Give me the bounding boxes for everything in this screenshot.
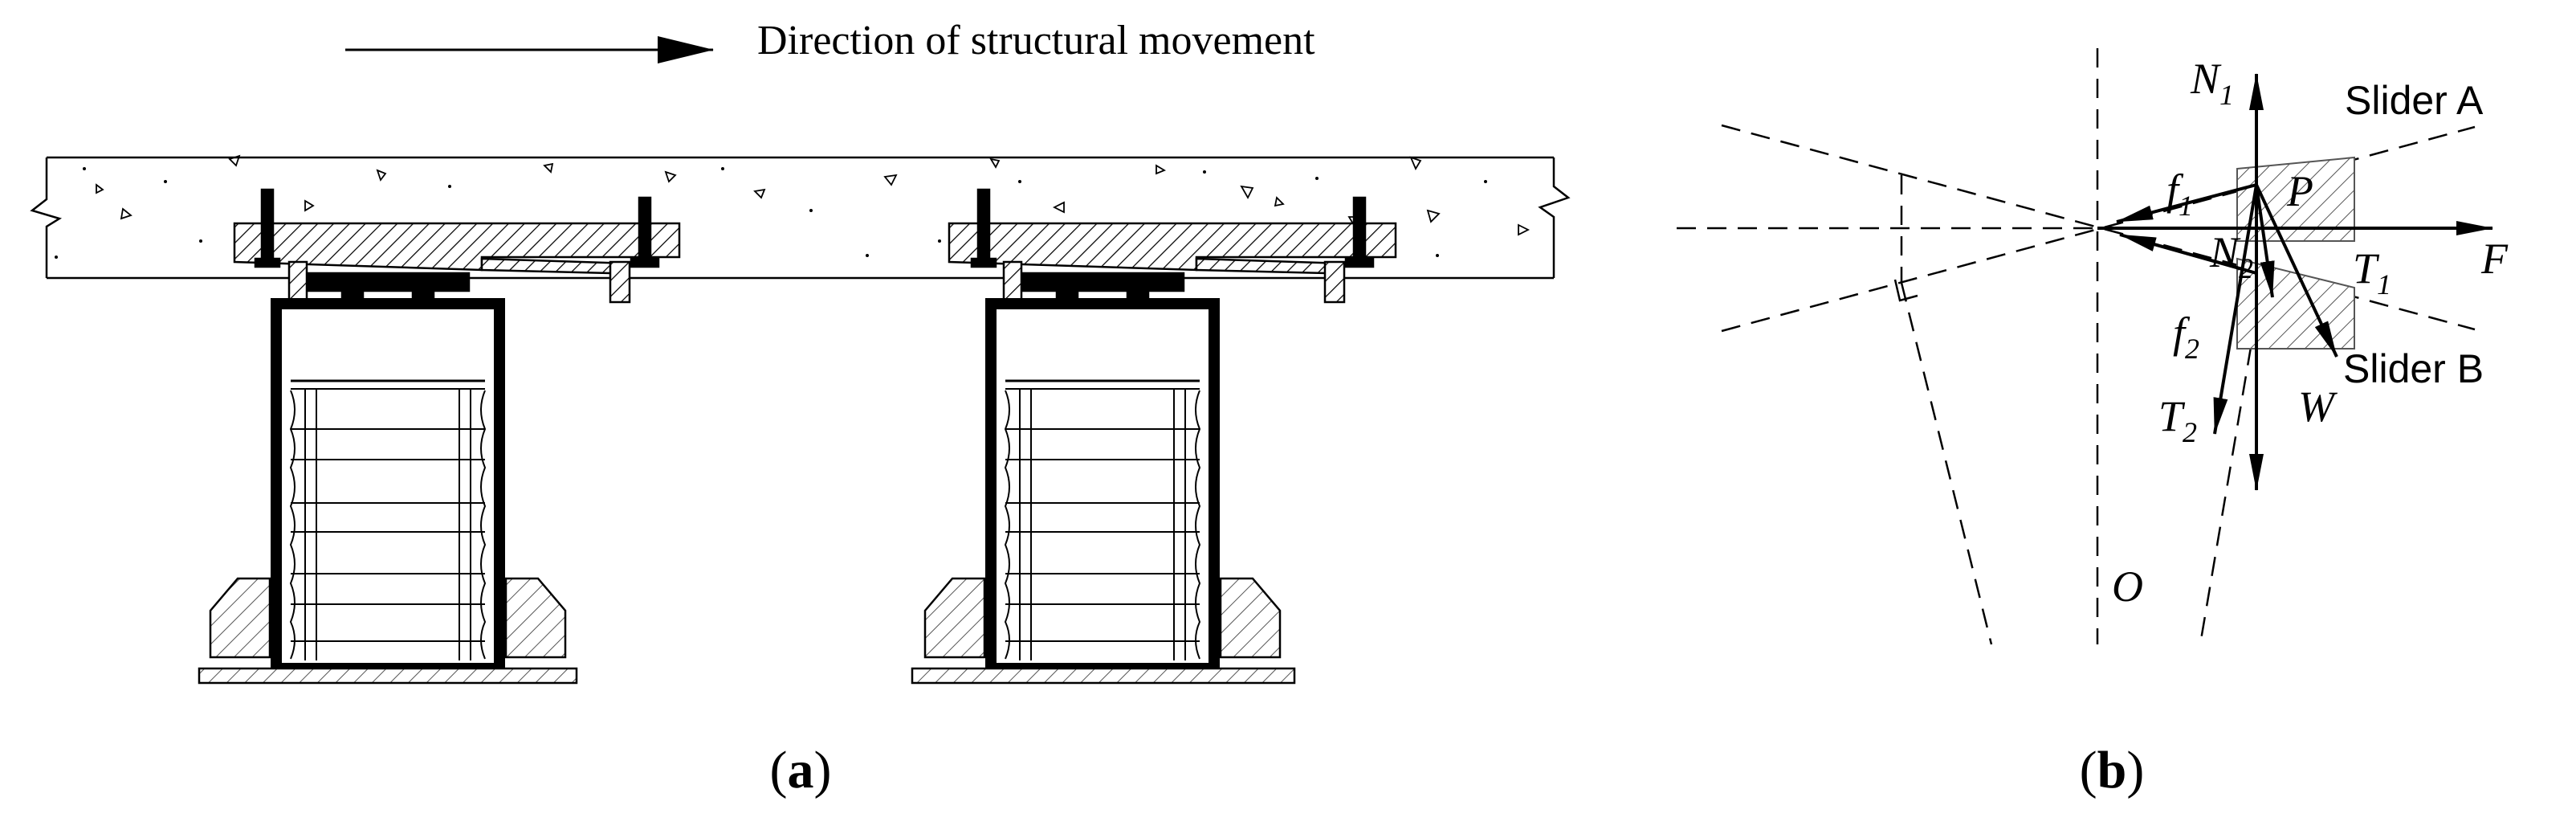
force-N2 <box>2119 233 2257 275</box>
slider-a-block <box>2236 156 2355 242</box>
label-P: P <box>2286 167 2313 215</box>
label-W: W <box>2298 382 2338 431</box>
caption-a: (a) <box>770 741 832 799</box>
upper-plate-left <box>233 222 681 272</box>
label-O: O <box>2112 562 2143 611</box>
support-box-left <box>271 298 505 674</box>
label-N1: N1 <box>2190 55 2234 111</box>
panel-b: N1 f1 P N2 T1 F f2 W T2 O Slider A Slide… <box>1677 48 2509 799</box>
upper-plate-right <box>948 222 1397 272</box>
force-f1 <box>2116 183 2257 223</box>
label-f1: f1 <box>2166 166 2193 222</box>
right-angle-marks <box>1893 279 2291 307</box>
caption-b: (b) <box>2080 741 2145 799</box>
force-T1 <box>2255 184 2275 298</box>
direction-label: Direction of structural movement <box>757 18 1315 63</box>
bearing-left <box>198 188 681 685</box>
label-F: F <box>2480 235 2509 283</box>
label-slider-b: Slider B <box>2343 346 2484 391</box>
label-slider-a: Slider A <box>2345 78 2484 123</box>
label-T2: T2 <box>2158 392 2197 448</box>
label-N2: N2 <box>2209 228 2253 284</box>
label-T1: T1 <box>2353 244 2391 300</box>
force-P <box>2255 184 2338 358</box>
bearing-right <box>911 188 1397 685</box>
label-f2: f2 <box>2173 309 2199 365</box>
support-box-right <box>985 298 1220 674</box>
panel-a: Direction of structural movement <box>30 18 1571 799</box>
force-vectors <box>2097 73 2493 491</box>
force-T2 <box>2213 184 2258 435</box>
concrete-aggregate <box>96 154 1531 236</box>
